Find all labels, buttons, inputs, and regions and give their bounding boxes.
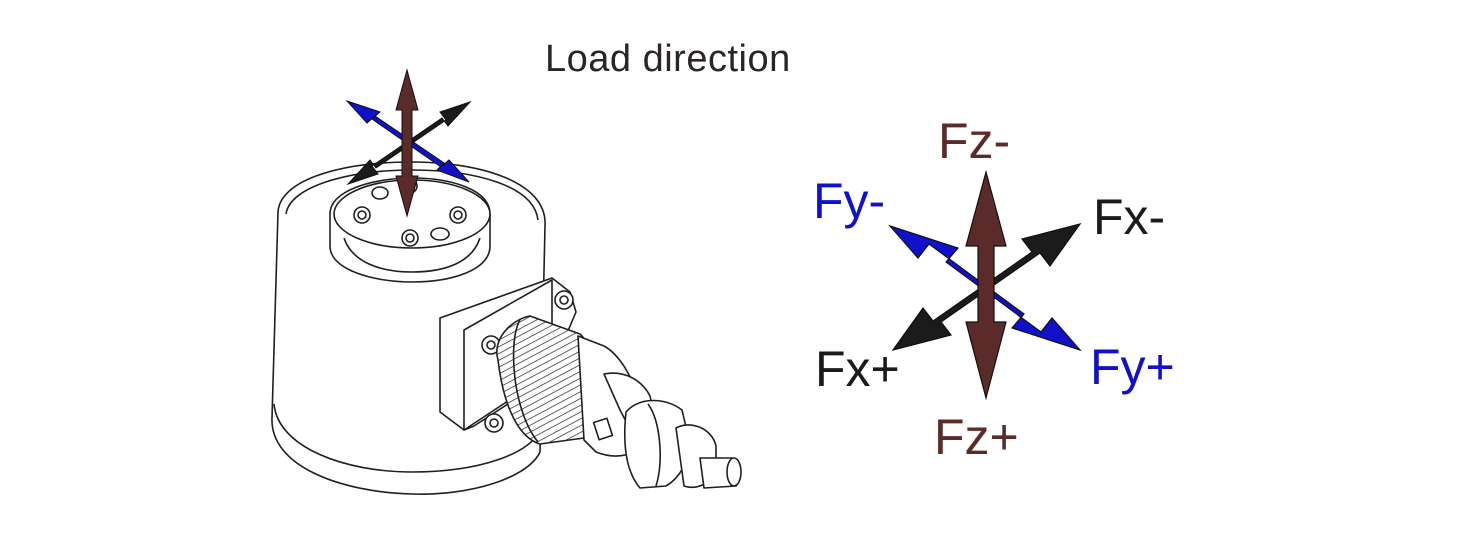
connector-hex-edge (647, 403, 661, 487)
fy-minus-label: Fy- (813, 173, 886, 229)
connector-slot (592, 417, 614, 441)
connector-nut-ring (512, 319, 539, 443)
load-cell-drawing (271, 161, 742, 495)
connector-hex-nut (623, 399, 691, 489)
top-boss-step (343, 237, 481, 273)
fz-double-arrow (965, 169, 1007, 401)
small-fz-arrow (395, 68, 419, 218)
fz-minus-label: Fz- (938, 113, 1011, 169)
cylinder-bottom-ring (273, 403, 542, 473)
diagram-title: Load direction (545, 38, 791, 80)
fx-plus-label: Fx+ (815, 341, 900, 397)
connector-cable-end (726, 457, 742, 487)
fz-plus-label: Fz+ (934, 409, 1019, 465)
sensor-load-arrows (345, 68, 472, 218)
axis-symbol (888, 169, 1082, 401)
fy-plus-label: Fy+ (1090, 339, 1175, 395)
fx-minus-label: Fx- (1093, 189, 1166, 245)
flange-screws (481, 290, 574, 433)
